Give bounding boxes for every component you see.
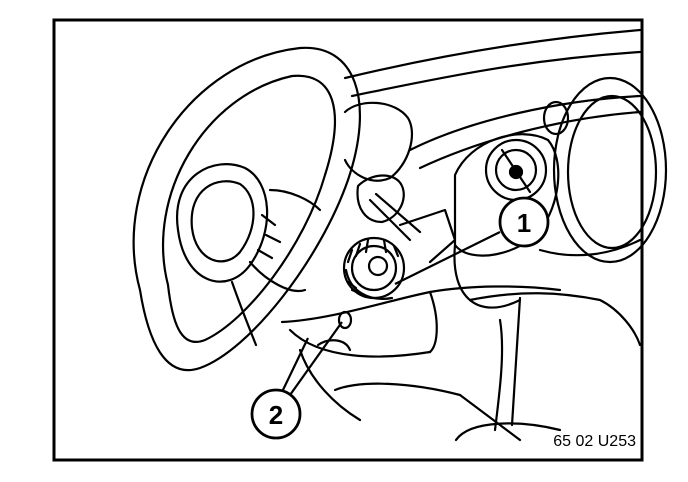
callout-1-label: 1 (517, 208, 531, 238)
figure-frame (52, 18, 644, 462)
steering-wheel (132, 46, 361, 372)
instrument-cluster (343, 28, 668, 264)
ignition-lock-cylinder (342, 236, 406, 300)
lower-console (454, 292, 642, 442)
callout-2-leader-b (289, 321, 343, 396)
callout-2-circle (250, 388, 302, 440)
callout-1-circle (498, 196, 550, 248)
callout-2-leader-a (281, 337, 309, 393)
callout-2: 2 (250, 321, 343, 440)
callout-1-leader (394, 231, 501, 285)
callout-2-label: 2 (269, 400, 283, 430)
callout-1: 1 (394, 196, 550, 285)
figure-reference-code: 65 02 U253 (553, 433, 636, 450)
column-switch (343, 101, 457, 264)
steering-column-trim (280, 285, 562, 422)
